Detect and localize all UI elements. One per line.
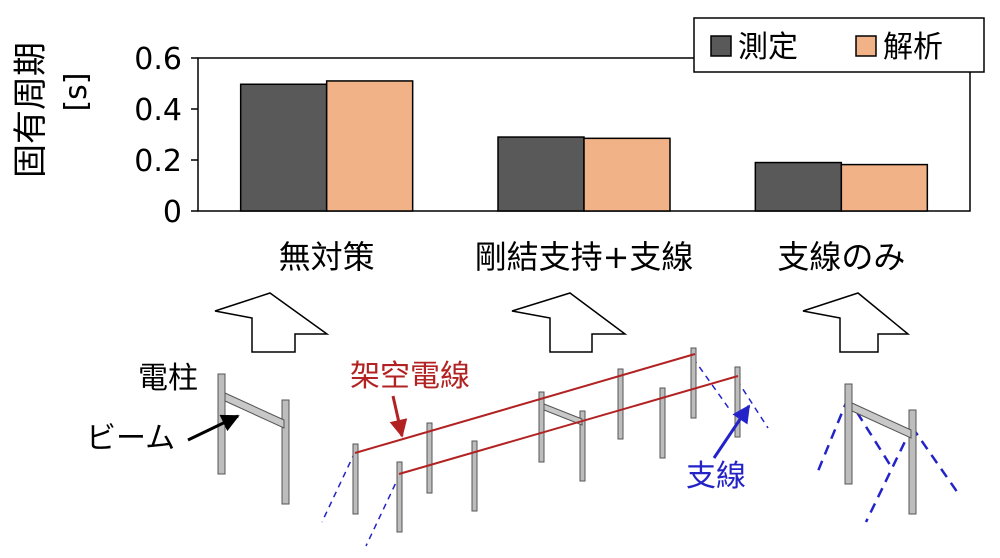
pole [908, 409, 917, 515]
y-tick-label: 0.6 [134, 42, 182, 77]
pole-label: 電柱 [138, 361, 198, 396]
beam [224, 392, 285, 429]
diagram-no-countermeasure: 電柱 ビーム [86, 361, 290, 505]
bar-chart: 固有周期 [s] 0 0.2 0.4 0.6 無対策 剛結支持+支線 支線のみ 測定 解析 [11, 17, 985, 276]
diagram-guy-wire-only [814, 383, 962, 523]
pole [426, 422, 433, 494]
legend-box [693, 17, 985, 73]
pole [281, 399, 290, 505]
pole [617, 368, 624, 440]
y-ticks: 0 0.2 0.4 0.6 [134, 42, 198, 230]
category-label: 剛結支持+支線 [475, 238, 694, 276]
pole [352, 443, 359, 515]
bar-analysis [840, 163, 929, 212]
legend-swatch-analysis [855, 35, 877, 57]
overhead-wire [398, 375, 739, 475]
guy-wire [736, 379, 769, 429]
guy-wire [321, 451, 356, 523]
legend-label-analysis: 解析 [883, 30, 943, 65]
guy-wire [846, 397, 894, 469]
bar-measured [754, 161, 843, 212]
beam-pointer-arrow [187, 414, 240, 442]
pole [844, 383, 853, 485]
bar-measured [497, 136, 585, 212]
pole [396, 461, 403, 533]
pole [659, 387, 666, 459]
up-arrow-right [802, 292, 911, 353]
category-label: 無対策 [279, 238, 375, 276]
y-tick-label: 0.4 [134, 93, 182, 128]
beam [543, 403, 583, 426]
category-label: 支線のみ [777, 238, 905, 276]
up-arrows [214, 292, 911, 353]
pole [690, 347, 697, 419]
guy-wire [864, 426, 914, 523]
bar-analysis [325, 80, 414, 212]
overhead-wire-pointer-arrow [389, 395, 408, 438]
y-axis-unit: [s] [59, 72, 94, 111]
guy-wire [814, 397, 850, 477]
guy-wire-pointer-arrow [712, 404, 751, 459]
overhead-wire [354, 353, 696, 454]
y-tick-label: 0 [163, 195, 182, 230]
up-arrow-left [214, 292, 330, 353]
pole [471, 440, 478, 512]
overhead-wire-label: 架空電線 [350, 359, 470, 394]
up-arrow-middle [511, 292, 628, 353]
legend-swatch-measured [710, 35, 732, 57]
category-labels: 無対策 剛結支持+支線 支線のみ [279, 238, 906, 276]
y-tick-label: 0.2 [134, 144, 182, 179]
beam [851, 402, 912, 439]
beam-label: ビーム [86, 421, 175, 456]
pole [538, 391, 545, 463]
guy-wire [365, 473, 401, 547]
guy-wire [910, 426, 962, 497]
y-axis-title: 固有周期 [11, 42, 51, 178]
pole [734, 366, 741, 438]
pole [579, 410, 586, 482]
legend: 測定 解析 [693, 17, 985, 73]
bar-measured [239, 83, 328, 212]
bar-analysis [583, 137, 671, 212]
guy-wire-label: 支線 [686, 459, 746, 494]
legend-label-measured: 測定 [738, 30, 798, 65]
diagram-rigid-support-and-guy-wire: 架空電線 支線 [321, 347, 769, 547]
bars [239, 80, 929, 212]
